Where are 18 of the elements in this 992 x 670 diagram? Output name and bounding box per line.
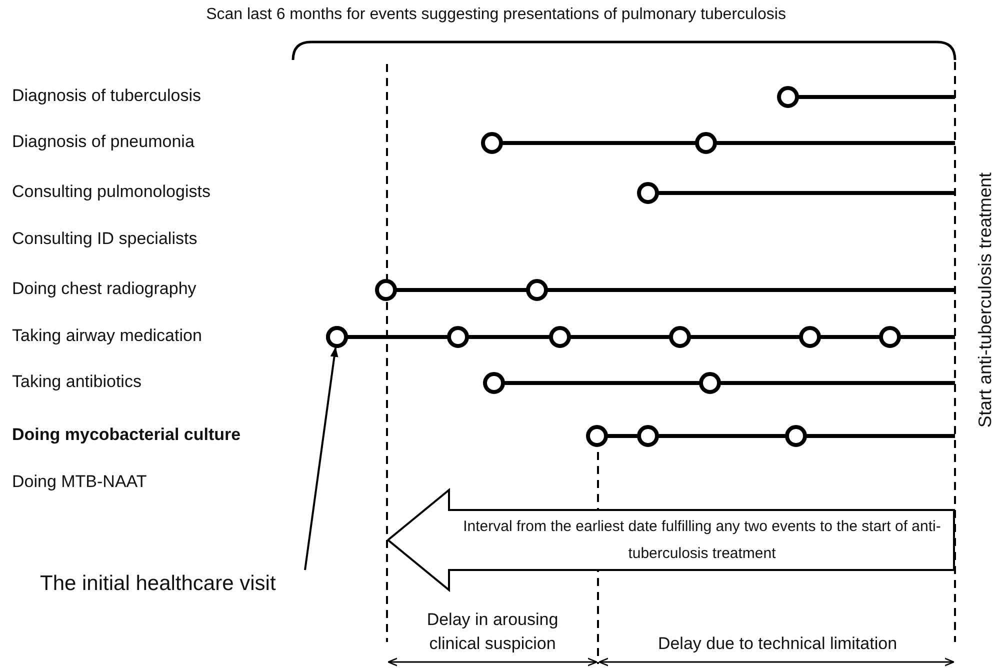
leader-arrow: [304, 346, 338, 570]
row-label: Diagnosis of tuberculosis: [12, 86, 201, 106]
row-label: Consulting pulmonologists: [12, 182, 210, 202]
delay-label: Delay in arousing clinical suspicion: [426, 609, 560, 655]
row-label: Doing chest radiography: [12, 279, 196, 299]
callout-text: The initial healthcare visit: [40, 571, 276, 597]
delay-label: Delay due to technical limitation: [656, 634, 898, 654]
event-marker: [326, 326, 348, 348]
rotated-label: Start anti-tuberculosis treatment: [975, 172, 992, 428]
block-arrow: [387, 488, 955, 592]
arrow-text: Interval from the earliest date fulfilling any two events to the start of anti-tuberculosis treatment: [462, 517, 942, 564]
row-label: Diagnosis of pneumonia: [12, 132, 194, 152]
row-label: Doing MTB-NAAT: [12, 472, 147, 492]
row-label: Taking antibiotics: [12, 372, 142, 392]
row-label: Taking airway medication: [12, 326, 202, 346]
row-label: Doing mycobacterial culture: [12, 425, 241, 445]
row-label: Consulting ID specialists: [12, 229, 198, 249]
title: Scan last 6 months for events suggesting presentations of pulmonary tuberculosis: [205, 5, 787, 25]
